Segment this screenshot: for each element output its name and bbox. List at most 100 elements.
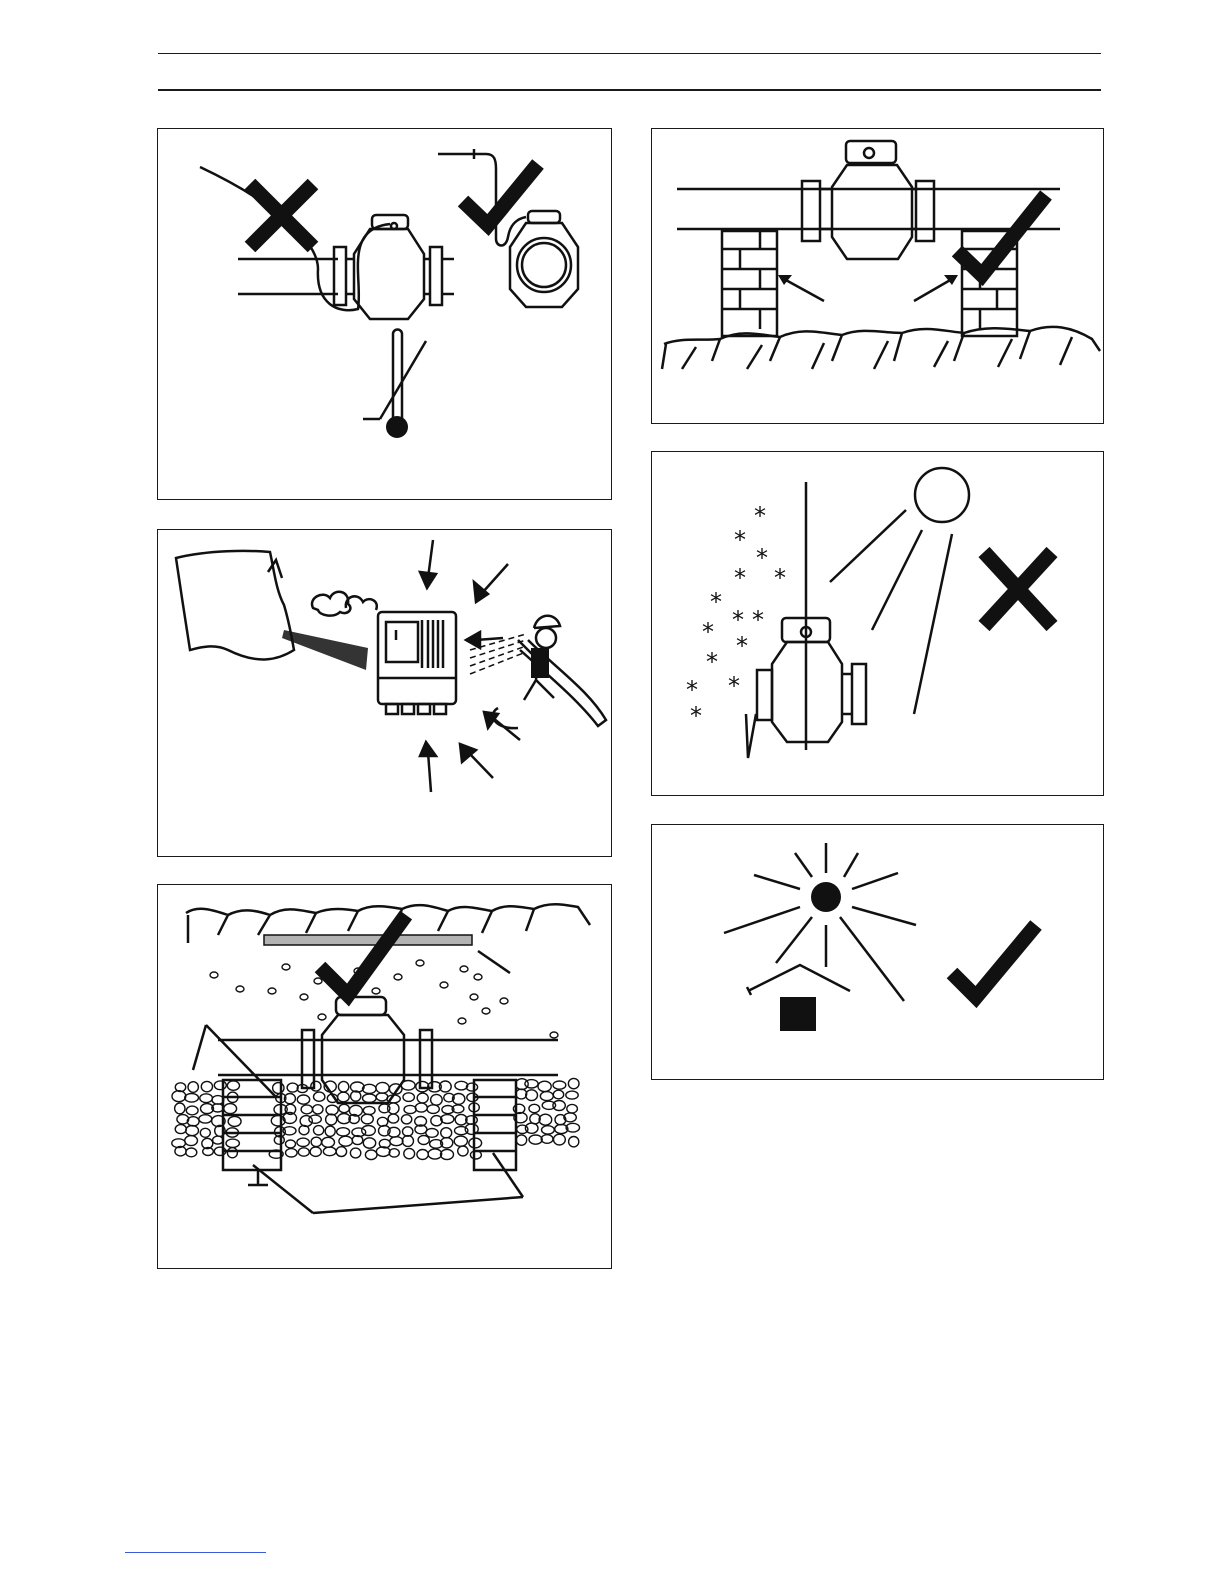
gravel-stone (431, 1094, 443, 1105)
gravel-stone (175, 1125, 186, 1134)
svg-text:*: * (706, 648, 718, 676)
gravel-stone (363, 1106, 375, 1114)
gravel-stone (417, 1150, 428, 1160)
gravel-stone (363, 1138, 375, 1148)
gravel-stone (363, 1094, 377, 1102)
illustration-thermal-cable (158, 129, 612, 500)
footer-link-line (125, 1552, 266, 1553)
header-rule-thick (158, 89, 1101, 91)
panel-brick-pillars (651, 128, 1104, 424)
gravel-stone (299, 1125, 309, 1134)
gravel-stone (553, 1090, 563, 1099)
illustration-brick-pillars (652, 129, 1104, 424)
gravel-stone (201, 1081, 212, 1091)
gravel-stone (568, 1078, 579, 1088)
gravel-stone (287, 1083, 298, 1092)
gravel-stone (338, 1092, 350, 1102)
gravel-stone (404, 1148, 415, 1158)
gravel-stone (404, 1105, 416, 1113)
gravel-stone (311, 1137, 321, 1146)
gravel-stone (362, 1126, 376, 1136)
svg-text:*: * (734, 564, 746, 592)
gravel-stone (403, 1093, 414, 1102)
gravel-stone (314, 1092, 325, 1101)
gravel-stone (314, 1126, 324, 1135)
gravel-stone (339, 1104, 349, 1112)
gravel-stone (322, 1137, 335, 1147)
gravel-stone (516, 1089, 527, 1099)
gravel-stone (377, 1117, 387, 1126)
gravel-stone (427, 1105, 439, 1114)
gravel-stone (185, 1136, 198, 1146)
gravel-stone (540, 1092, 553, 1101)
gravel-stone (441, 1149, 454, 1159)
gravel-stone (338, 1081, 348, 1092)
gravel-stone (286, 1149, 298, 1157)
panel-underground-gravel (157, 884, 612, 1269)
gravel-stone (172, 1091, 186, 1102)
gravel-stone (326, 1114, 337, 1125)
gravel-stone (454, 1136, 467, 1146)
gravel-stone (553, 1081, 566, 1089)
gravel-stone (273, 1083, 284, 1094)
gravel-stone (428, 1149, 442, 1159)
gravel-stone (441, 1128, 452, 1138)
illustration-dust-water (158, 530, 612, 857)
svg-text:*: * (736, 632, 748, 660)
gravel-stone (529, 1104, 540, 1112)
gravel-stone (365, 1150, 377, 1160)
gravel-stone (227, 1081, 239, 1090)
gravel-stone (309, 1115, 321, 1123)
illustration-underground-gravel (158, 885, 612, 1269)
gravel-stone (541, 1135, 553, 1144)
gravel-stone (401, 1115, 411, 1124)
gravel-stone (337, 1128, 350, 1136)
gravel-stone (553, 1101, 565, 1111)
gravel-stone (310, 1147, 321, 1156)
gravel-stone (325, 1126, 335, 1136)
gravel-stone (297, 1095, 309, 1104)
gravel-stone (516, 1079, 529, 1090)
gravel-stone (187, 1117, 199, 1126)
gravel-stone (554, 1134, 566, 1145)
illustration-sun-cover (652, 825, 1104, 1080)
svg-text:*: * (732, 606, 744, 634)
gravel-stone (323, 1147, 336, 1156)
gravel-stone (297, 1138, 309, 1146)
gravel-stone (313, 1105, 323, 1114)
gravel-stone (455, 1081, 468, 1090)
gravel-stone (186, 1126, 199, 1136)
gravel-stone (326, 1105, 338, 1115)
gravel-stone (186, 1106, 198, 1115)
gravel-stone (214, 1081, 226, 1090)
svg-text:*: * (702, 618, 714, 646)
gravel-stone (376, 1082, 389, 1093)
gravel-stone (376, 1093, 388, 1101)
gravel-stone (415, 1103, 427, 1112)
gravel-stone (416, 1081, 429, 1091)
gravel-stone (298, 1148, 309, 1156)
gravel-stone (458, 1146, 468, 1156)
gravel-stone (388, 1114, 399, 1123)
gravel-stone (175, 1103, 185, 1114)
gravel-stone (361, 1114, 373, 1124)
gravel-stone (539, 1114, 552, 1125)
gravel-stone (200, 1128, 210, 1137)
svg-text:*: * (710, 588, 722, 616)
gravel-stone (336, 1147, 346, 1157)
svg-text:*: * (754, 502, 766, 530)
gravel-stone (542, 1126, 555, 1134)
svg-text:*: * (728, 672, 740, 700)
gravel-stone (389, 1149, 399, 1157)
gravel-stone (213, 1136, 223, 1144)
gravel-stone (441, 1115, 454, 1124)
gravel-stone (311, 1081, 321, 1091)
gravel-stone (286, 1140, 296, 1148)
gravel-stone (186, 1148, 197, 1157)
gravel-stone (418, 1136, 429, 1145)
gravel-stone (363, 1084, 377, 1093)
gravel-stone (566, 1091, 578, 1099)
gravel-stone (567, 1104, 578, 1113)
svg-text:*: * (734, 526, 746, 554)
panel-sun-frost: ** ** ** ** ** ** ** (651, 451, 1104, 796)
